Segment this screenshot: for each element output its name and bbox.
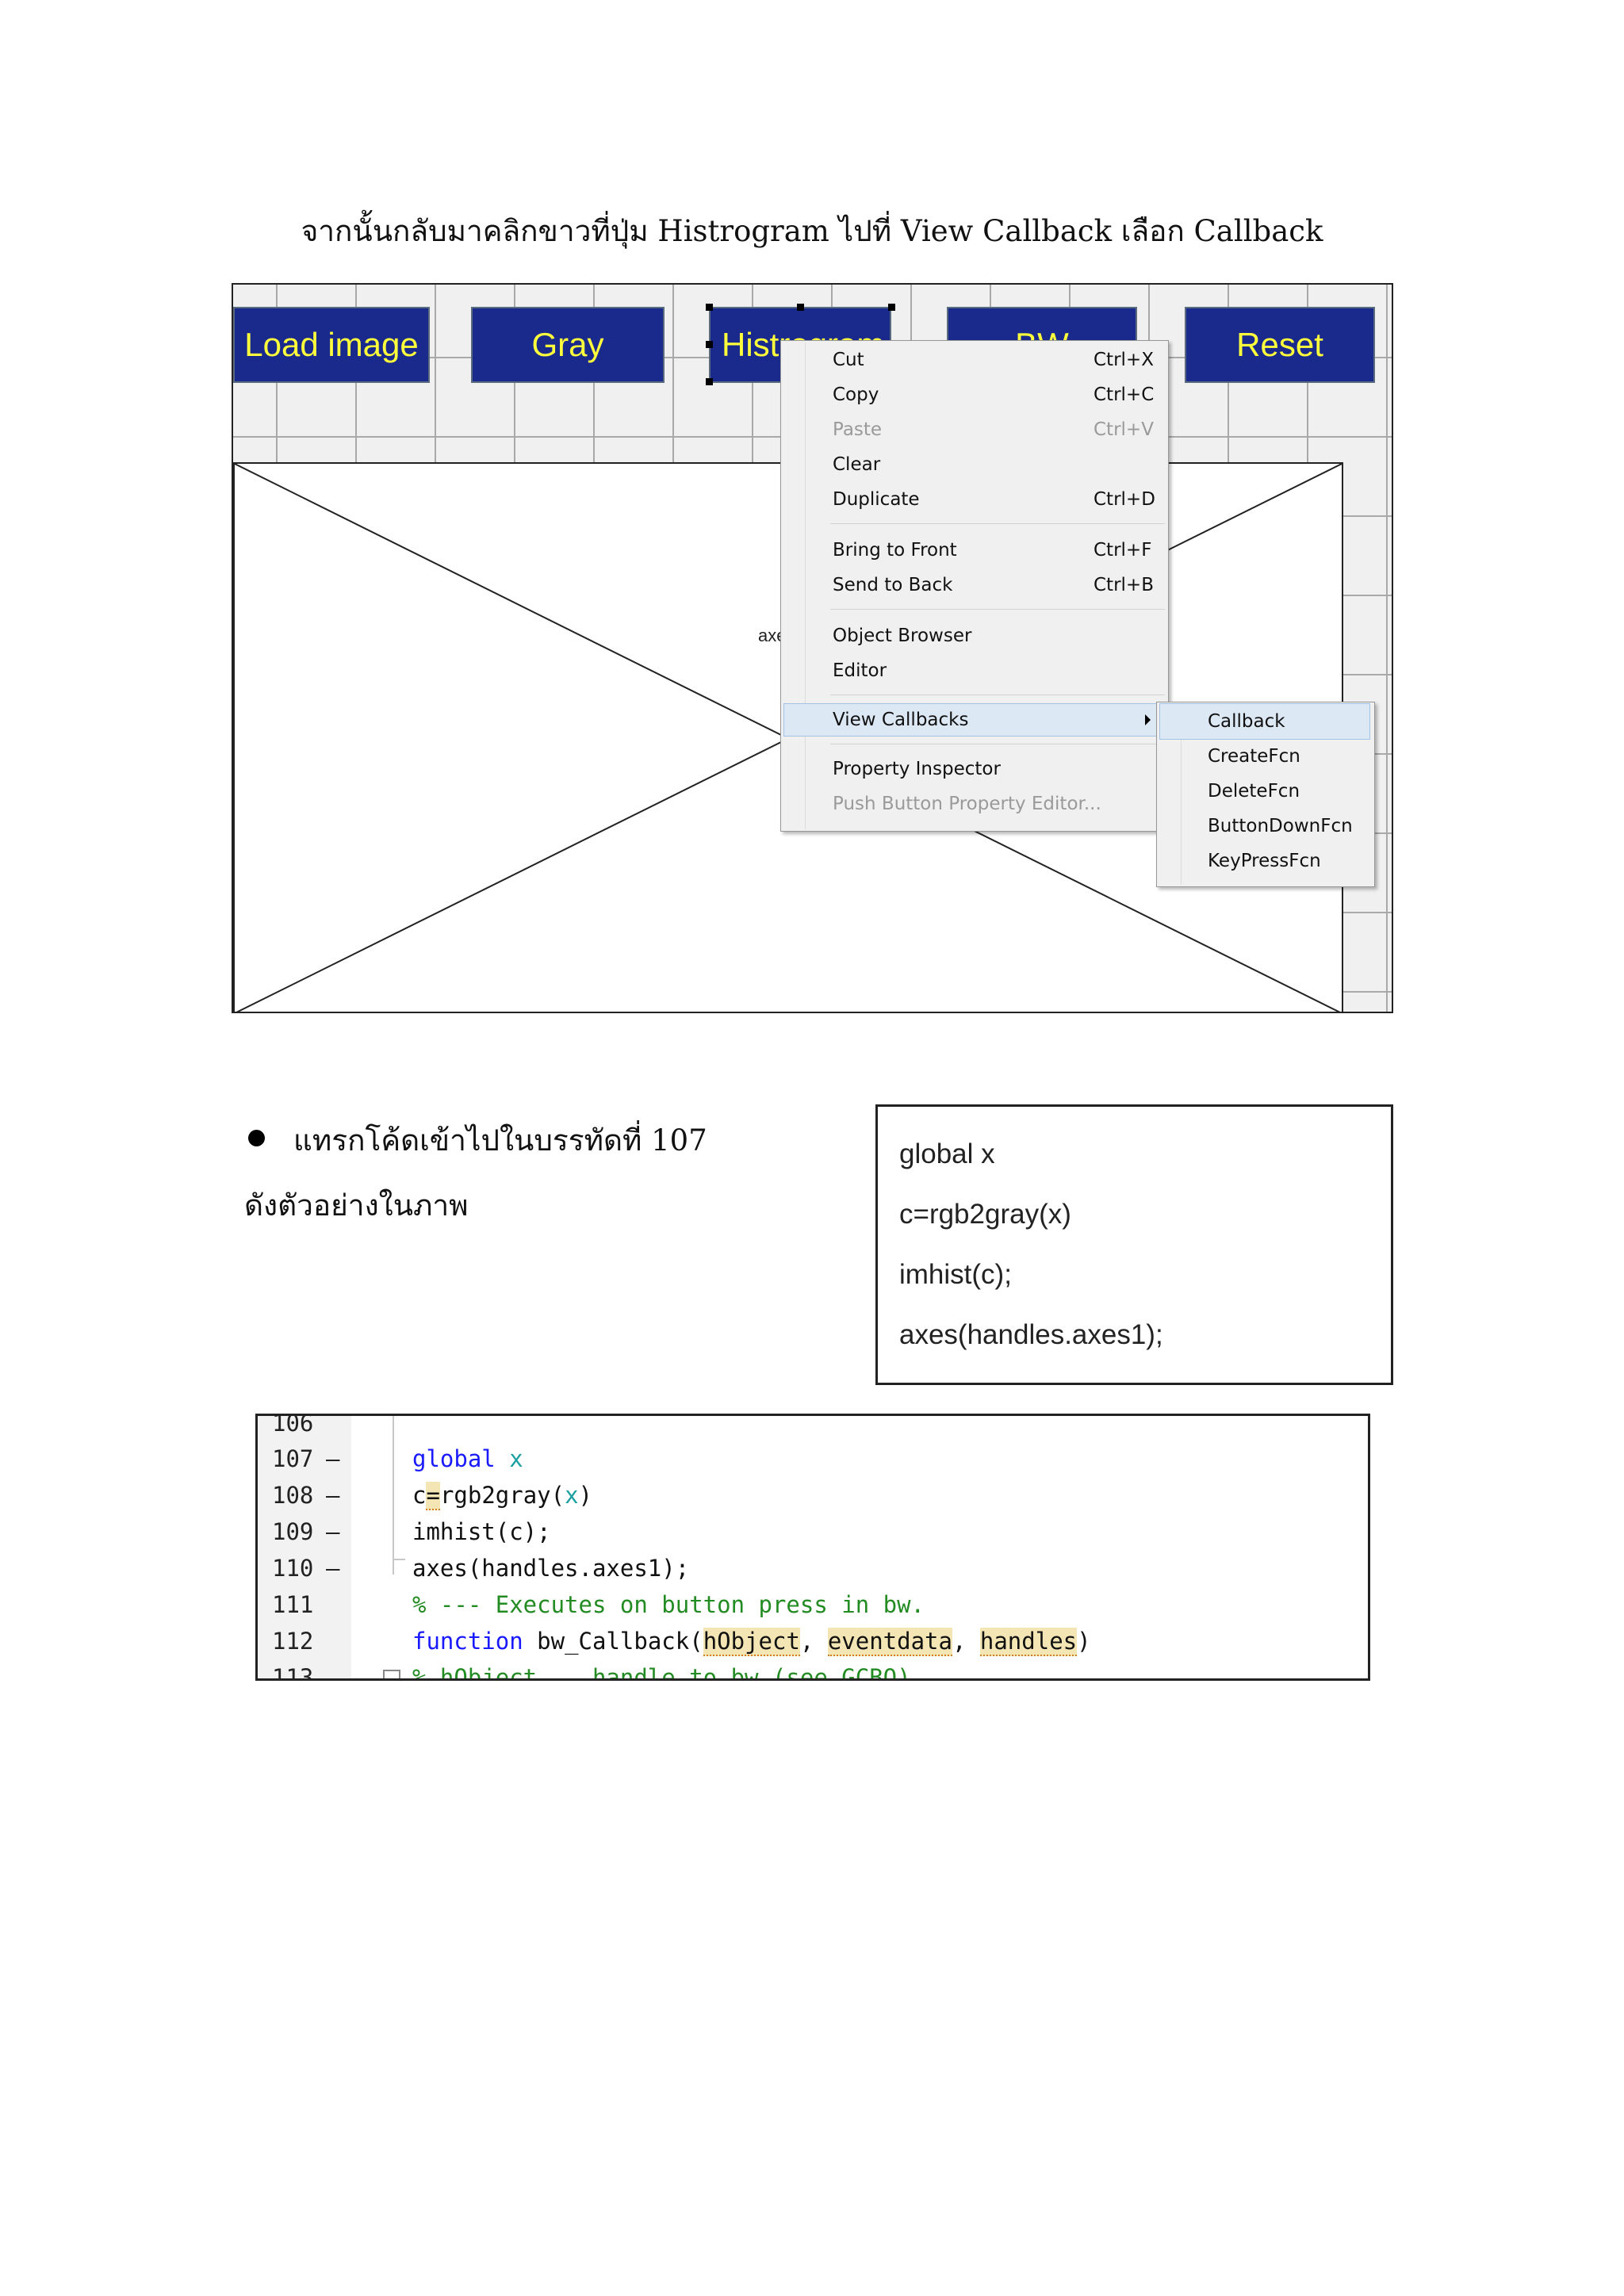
line-number: 109 — [272, 1518, 314, 1545]
breakpoint-dash[interactable]: – — [326, 1482, 340, 1509]
guide-layout-figure: Load image Gray Histrogram BW Reset axes… — [232, 283, 1393, 1013]
code-line-113[interactable]: % hObject handle to bw (see GCBO) — [412, 1664, 911, 1681]
breakpoint-dash[interactable]: – — [326, 1555, 340, 1582]
view-callbacks-submenu: Callback CreateFcn DeleteFcn ButtonDownF… — [1156, 702, 1375, 887]
selection-handle[interactable] — [706, 304, 713, 311]
selection-handle[interactable] — [706, 341, 713, 348]
selection-handle[interactable] — [706, 378, 713, 385]
menu-item-view-callbacks[interactable]: View Callbacks — [783, 703, 1164, 737]
selection-handle[interactable] — [888, 304, 895, 311]
line-number: 113 — [272, 1664, 314, 1681]
code-line-109[interactable]: imhist(c); — [412, 1518, 551, 1545]
reset-button[interactable]: Reset — [1185, 307, 1375, 383]
code-line-110[interactable]: axes(handles.axes1); — [412, 1555, 690, 1582]
submenu-arrow-icon — [1145, 714, 1151, 725]
fold-guide — [393, 1416, 394, 1575]
menu-separator — [830, 523, 1165, 524]
gray-button[interactable]: Gray — [471, 307, 665, 383]
line-number-gutter — [258, 1416, 351, 1678]
menu-item-clear[interactable]: Clear — [833, 454, 881, 475]
menu-item-editor[interactable]: Editor — [833, 660, 887, 681]
line-number: 111 — [272, 1591, 314, 1618]
fold-guide-end — [393, 1559, 405, 1560]
code-line-107[interactable]: global x — [412, 1445, 523, 1472]
selection-handle[interactable] — [797, 304, 804, 311]
code-line: global x — [899, 1138, 995, 1169]
code-line: imhist(c); — [899, 1259, 1012, 1290]
menu-item-push-button-property-editor: Push Button Property Editor... — [833, 794, 1101, 814]
code-snippet-box: global x c=rgb2gray(x) imhist(c); axes(h… — [875, 1104, 1393, 1385]
fold-toggle-icon[interactable] — [383, 1670, 400, 1678]
code-line-112[interactable]: function bw_Callback(hObject, eventdata,… — [412, 1628, 1091, 1656]
breakpoint-dash[interactable]: – — [326, 1445, 340, 1472]
submenu-item-buttondownfcn[interactable]: ButtonDownFcn — [1208, 816, 1353, 836]
load-image-button[interactable]: Load image — [233, 307, 430, 383]
menu-separator — [830, 609, 1165, 610]
bullet-icon — [248, 1130, 265, 1146]
line-number: 112 — [272, 1628, 314, 1655]
submenu-item-deletefcn[interactable]: DeleteFcn — [1208, 781, 1300, 802]
code-line: c=rgb2gray(x) — [899, 1199, 1071, 1230]
instruction-line-2: ดังตัวอย่างในภาพ — [244, 1188, 469, 1223]
matlab-editor-screenshot: 106 107 108 109 110 111 112 113 – – – – … — [255, 1414, 1370, 1681]
page-heading: จากนั้นกลับมาคลิกขาวที่ปุ่ม Histrogram ไ… — [301, 214, 1323, 248]
submenu-item-keypressfcn[interactable]: KeyPressFcn — [1208, 851, 1321, 871]
code-line-111[interactable]: % --- Executes on button press in bw. — [412, 1591, 925, 1618]
submenu-item-callback[interactable]: Callback — [1159, 703, 1370, 740]
code-line-108[interactable]: c=rgb2gray(x) — [412, 1482, 593, 1510]
line-number: 108 — [272, 1482, 314, 1509]
instruction-line-1: แทรกโค้ดเข้าไปในบรรทัดที่ 107 — [293, 1123, 707, 1158]
menu-item-property-inspector[interactable]: Property Inspector — [833, 759, 1001, 779]
line-number: 110 — [272, 1555, 314, 1582]
submenu-item-createfcn[interactable]: CreateFcn — [1208, 746, 1300, 767]
menu-item-object-browser[interactable]: Object Browser — [833, 626, 972, 646]
line-number: 107 — [272, 1445, 314, 1472]
breakpoint-dash[interactable]: – — [326, 1518, 340, 1545]
code-line: axes(handles.axes1); — [899, 1319, 1163, 1350]
line-number: 106 — [272, 1414, 314, 1437]
